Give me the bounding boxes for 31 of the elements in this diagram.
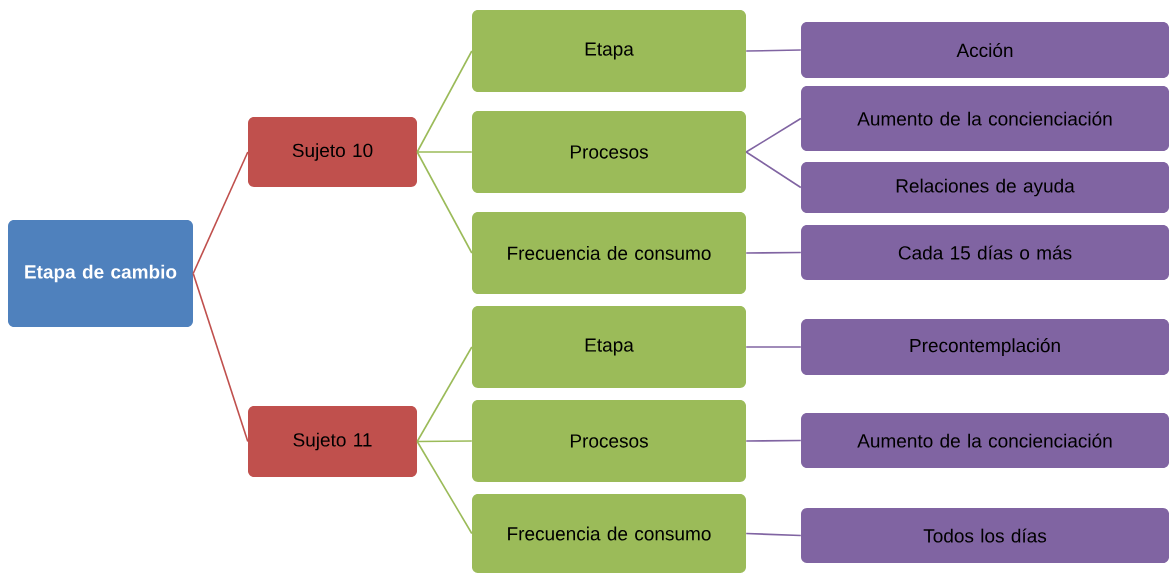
connector-line [416, 346, 473, 443]
connector-line [745, 532, 802, 537]
category-box: Etapa [472, 10, 746, 92]
value-box: Todos los días [801, 508, 1169, 563]
connector-line [192, 272, 249, 443]
category-box: Procesos [472, 400, 746, 482]
connector-line [416, 50, 473, 153]
connector-line [745, 151, 802, 189]
value-box: Aumento de la concienciación [801, 413, 1169, 468]
category-box: Etapa [472, 306, 746, 388]
connector-line [416, 440, 473, 443]
connector-line [745, 346, 802, 348]
value-box: Precontemplación [801, 319, 1169, 375]
subject-box: Sujeto 11 [248, 406, 417, 477]
connector-line [192, 151, 249, 275]
connector-line [745, 49, 802, 52]
connector-line [416, 151, 473, 153]
subject-box: Sujeto 10 [248, 117, 417, 187]
value-box: Aumento de la concienciación [801, 86, 1169, 151]
category-box: Procesos [472, 111, 746, 193]
connector-line [745, 251, 802, 254]
value-box: Acción [801, 22, 1169, 78]
connector-line [745, 117, 802, 153]
category-box: Frecuencia de consumo [472, 212, 746, 294]
category-box: Frecuencia de consumo [472, 494, 746, 573]
connector-line [416, 440, 473, 535]
value-box: Relaciones de ayuda [801, 162, 1169, 213]
value-box: Cada 15 días o más [801, 225, 1169, 280]
connector-line [745, 439, 802, 442]
root-box: Etapa de cambio [8, 220, 193, 327]
connector-line [416, 151, 473, 254]
